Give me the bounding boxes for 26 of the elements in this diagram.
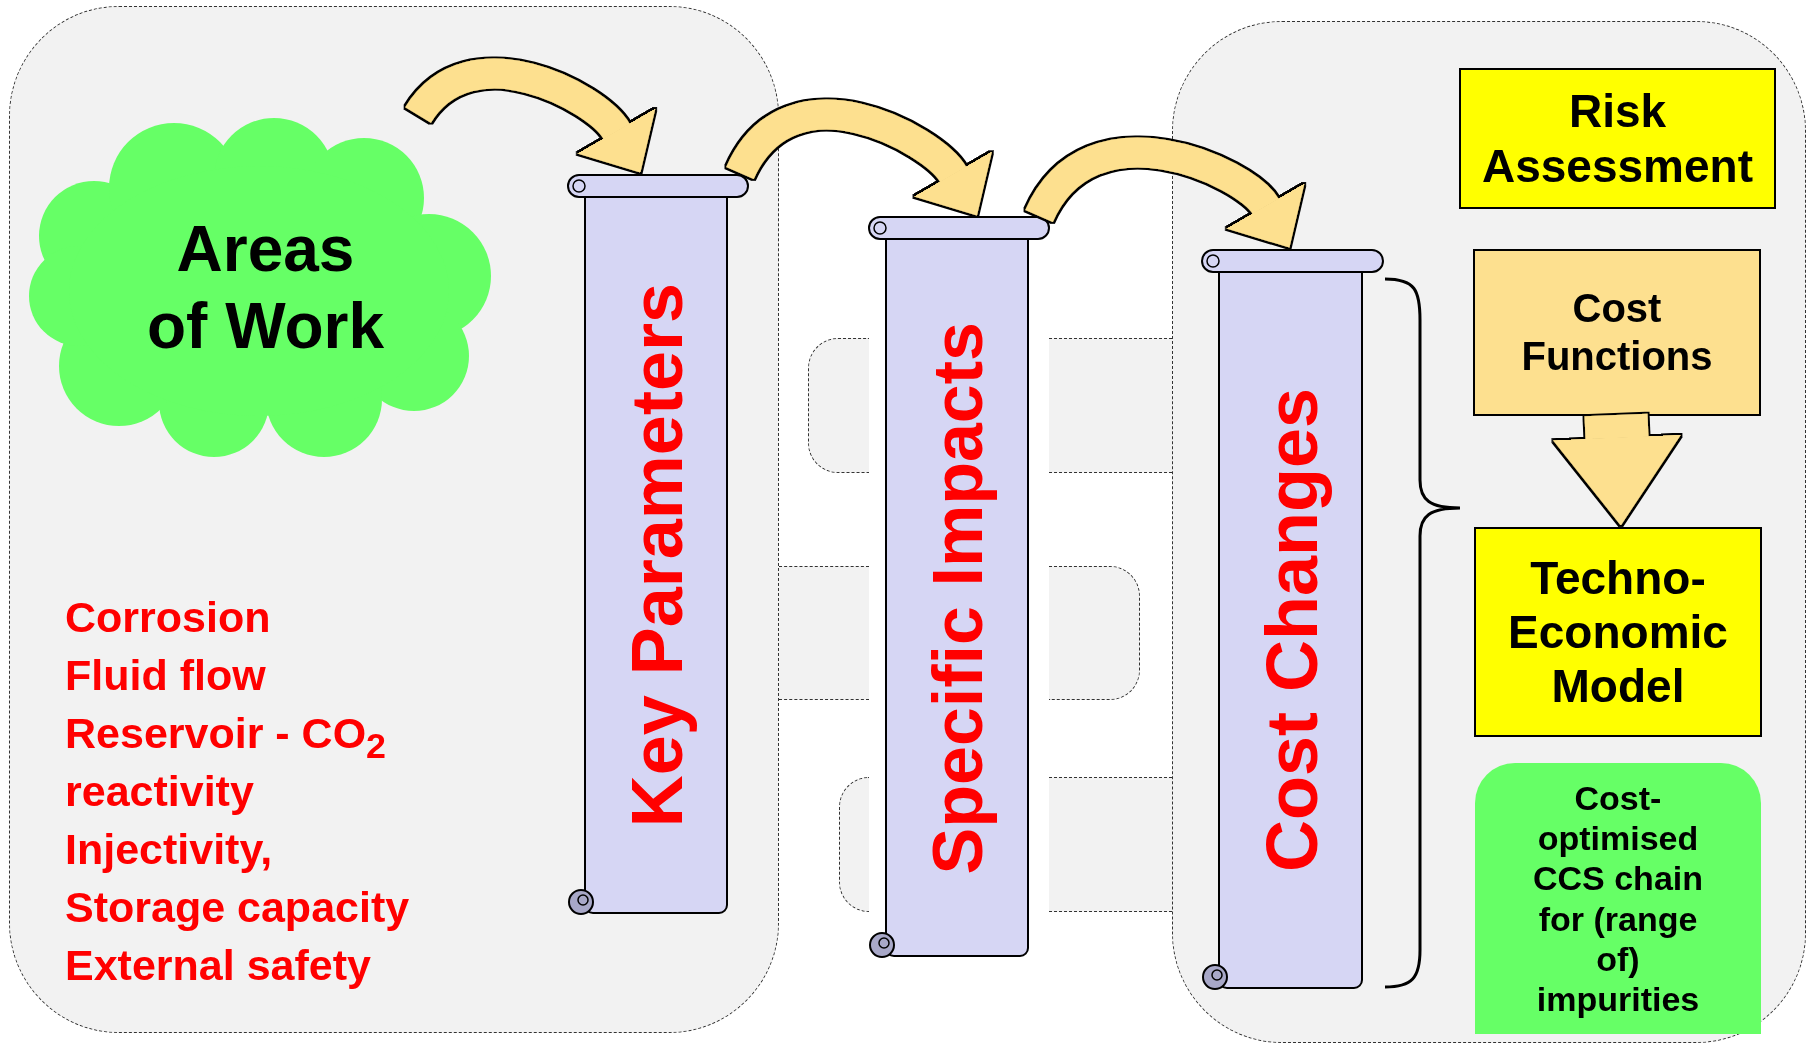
box-label: Techno-Economic Model: [1507, 550, 1729, 714]
dashed-band: [808, 338, 869, 473]
box-label: Risk Assessment: [1480, 84, 1754, 193]
list-item: Reservoir - CO$_{2}$ reactivity: [65, 708, 388, 817]
model-box: [1474, 527, 1762, 737]
block-arrow: [1553, 413, 1681, 526]
box-label: Cost-optimised CCS chain for (range of) impurities: [1531, 778, 1704, 1019]
list-item: Corrosion: [65, 592, 272, 643]
risk-box: [1459, 68, 1776, 209]
scroll-label: Cost Changes: [1250, 388, 1333, 873]
list-item: External safety: [65, 940, 372, 991]
result-box: [1475, 763, 1761, 1034]
dashed-band: [1049, 777, 1172, 912]
dashed-panel: [9, 6, 779, 1033]
scroll-label: Key Parameters: [616, 283, 698, 828]
list-item: Fluid flow: [65, 650, 267, 701]
cost-functions-box: [1473, 249, 1761, 416]
list-item: Injectivity, Storage capacity: [65, 824, 411, 933]
dashed-band: [1049, 566, 1140, 700]
box-label: Cost Functions: [1520, 285, 1714, 380]
dashed-panel: [1172, 21, 1806, 1043]
dashed-band: [839, 777, 869, 912]
cloud-label: Areas of Work: [146, 212, 385, 364]
dashed-band: [1049, 338, 1172, 473]
scroll-label: Specific Impacts: [918, 321, 998, 875]
dashed-band: [779, 566, 869, 700]
